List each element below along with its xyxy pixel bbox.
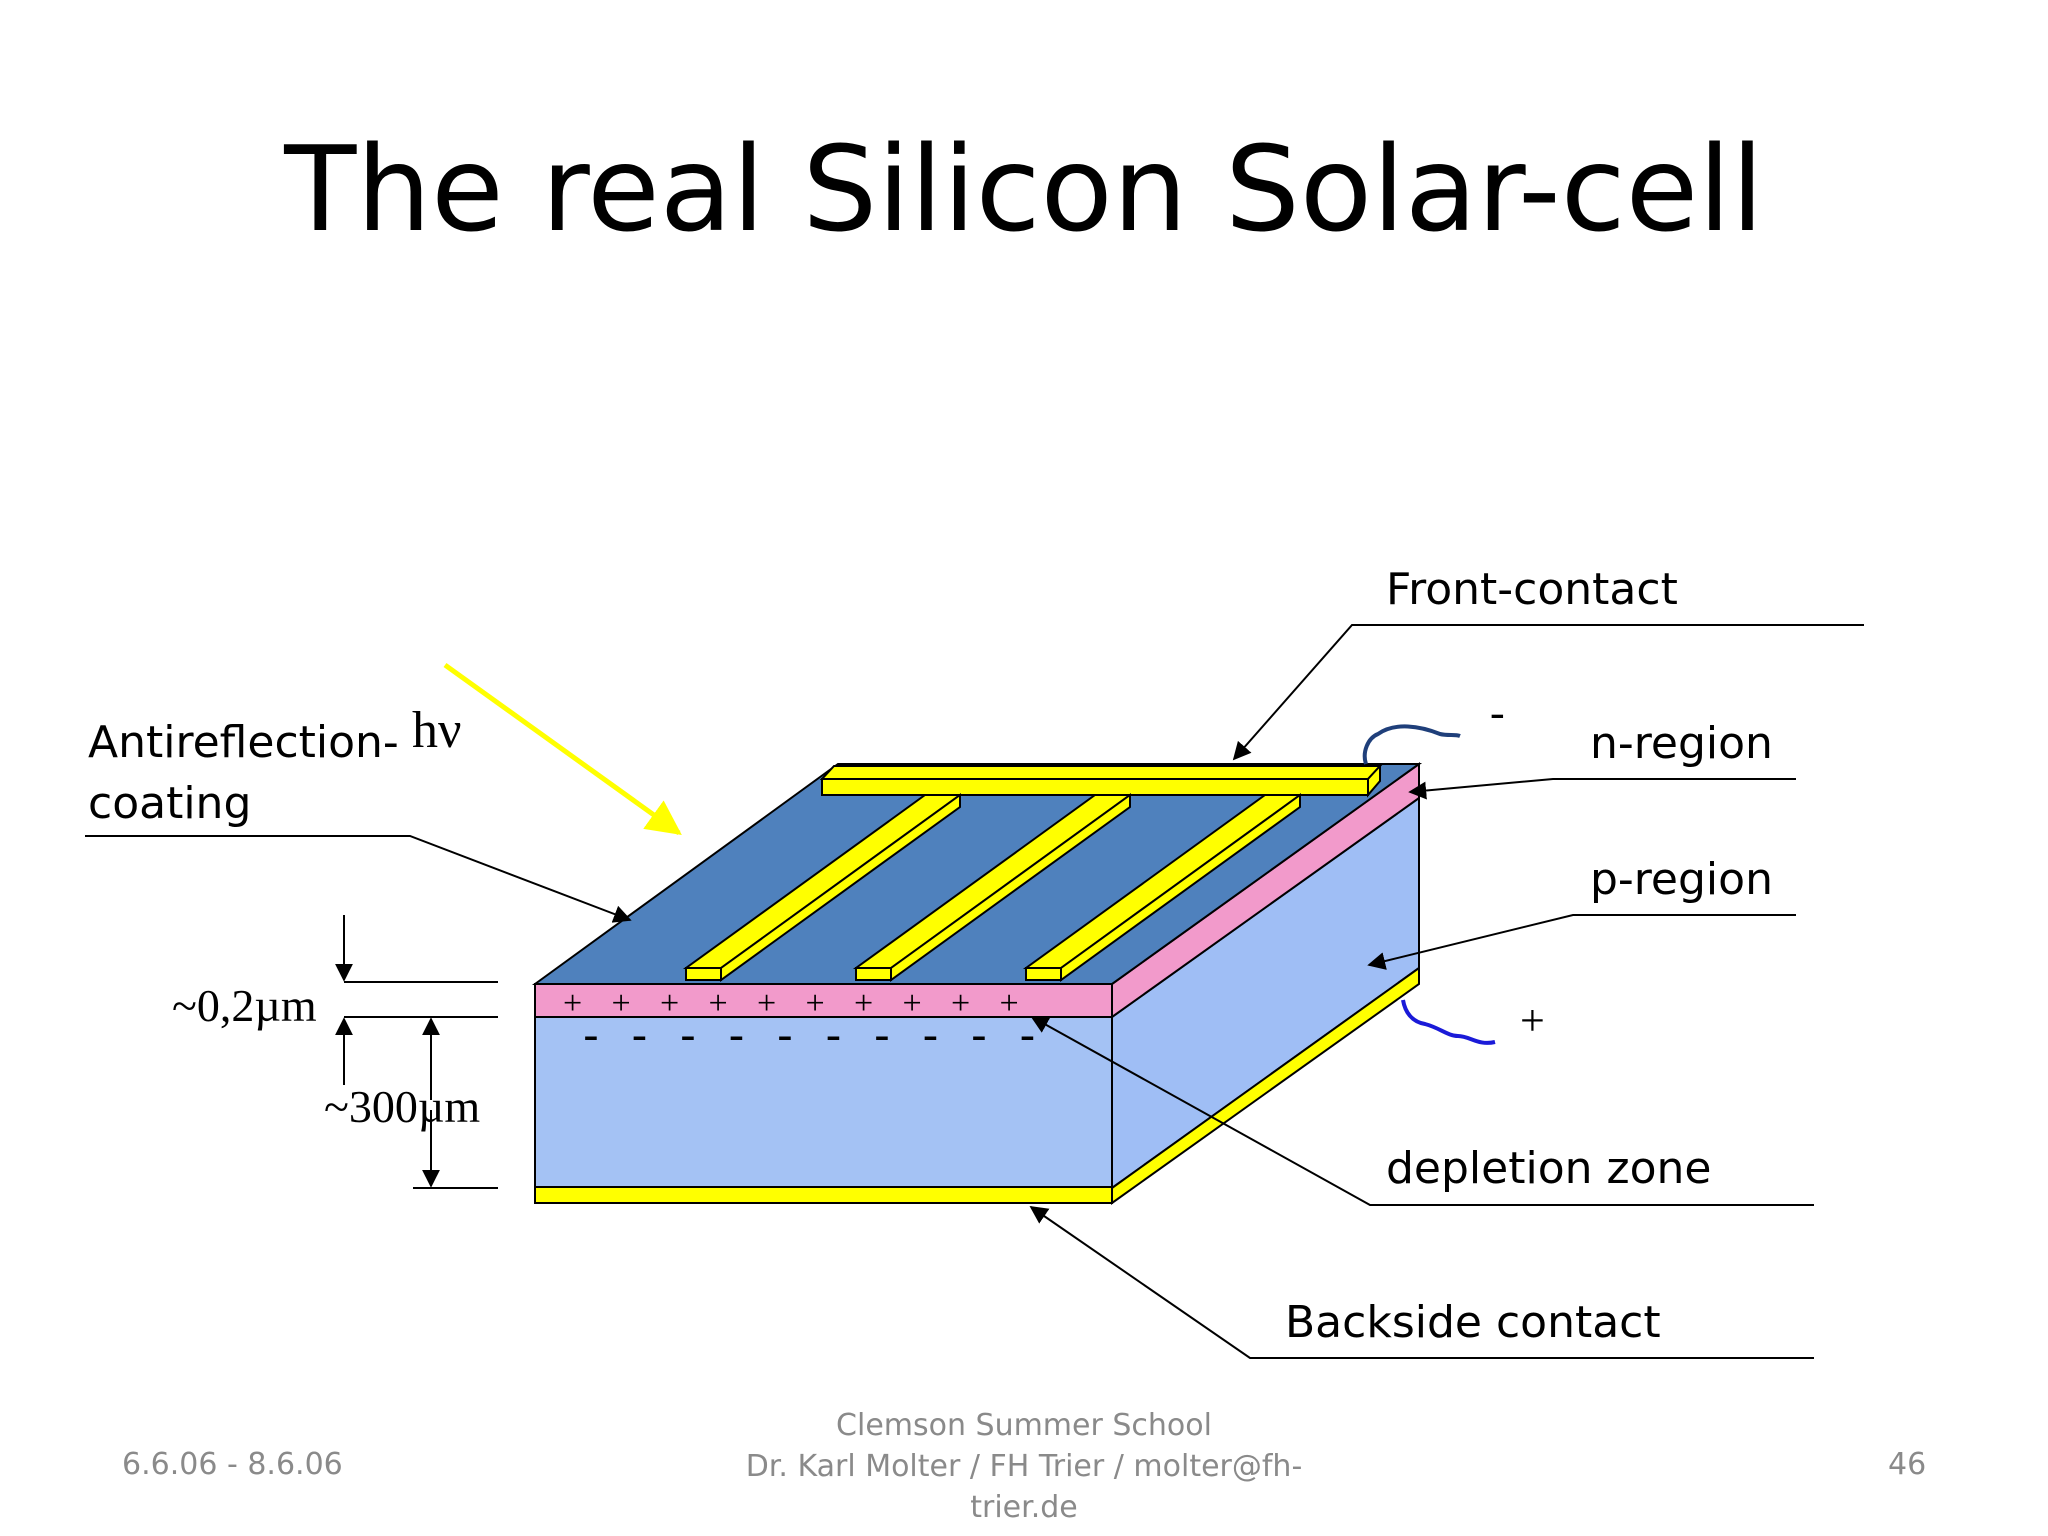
p-region-front-face	[534, 1016, 1113, 1188]
charge-minus: -	[971, 1010, 987, 1061]
n-region-leader	[1408, 778, 1796, 800]
charge-minus: -	[826, 1010, 842, 1061]
charge-minus: -	[632, 1010, 648, 1061]
charge-plus: +	[1000, 985, 1019, 1022]
terminal-minus: -	[1490, 688, 1505, 737]
charge-minus: -	[777, 1010, 793, 1061]
label-thickness-top: ~0,2µm	[172, 980, 317, 1031]
front-contact-grid	[682, 763, 1383, 982]
wire-minus	[1362, 724, 1461, 765]
n-region-front-face	[534, 983, 1113, 1018]
wire-plus	[1401, 999, 1496, 1045]
label-photon: hν	[412, 702, 462, 759]
charge-plus: +	[806, 985, 825, 1022]
terminal-plus: +	[1520, 996, 1545, 1045]
p-region-leader	[1367, 914, 1796, 970]
charge-minus: -	[874, 1010, 890, 1061]
charge-minus-row: ----------	[583, 1010, 1035, 1061]
charge-plus: +	[951, 985, 970, 1022]
charge-plus: +	[709, 985, 728, 1022]
label-thickness-bottom: ~300µm	[324, 1081, 480, 1132]
charge-plus: +	[660, 985, 679, 1022]
label-p-region: p-region	[1590, 854, 1773, 905]
finger-2-front	[855, 967, 892, 981]
charge-plus-row: + + + + + + + + + +	[563, 985, 1019, 1022]
footer-line-3: trier.de	[970, 1490, 1078, 1525]
charge-plus: +	[612, 985, 631, 1022]
footer-page-number: 46	[1888, 1447, 1927, 1482]
busbar	[819, 765, 1383, 780]
label-backside-contact: Backside contact	[1285, 1297, 1661, 1348]
label-n-region: n-region	[1590, 718, 1773, 769]
charge-plus: +	[563, 985, 582, 1022]
charge-minus: -	[680, 1010, 696, 1061]
label-depletion-zone: depletion zone	[1386, 1143, 1711, 1194]
footer-line-2: Dr. Karl Molter / FH Trier / molter@fh-	[745, 1449, 1303, 1484]
front-contact-leader	[1232, 624, 1864, 761]
footer-line-1: Clemson Summer School	[836, 1408, 1212, 1443]
backside-contact-leader	[1029, 1205, 1814, 1359]
label-antireflection-line1: Antireflection-	[88, 717, 399, 768]
finger-1-front	[685, 967, 722, 981]
antireflection-leader	[85, 835, 632, 923]
slide-title: The real Silicon Solar-cell	[284, 120, 1764, 258]
back-contact-front-face	[534, 1186, 1113, 1204]
charge-minus: -	[729, 1010, 745, 1061]
charge-plus: +	[903, 985, 922, 1022]
depletion-zone-leader	[1030, 1016, 1814, 1206]
footer-info: Clemson Summer School Dr. Karl Molter / …	[724, 1405, 1324, 1528]
busbar-end	[1367, 763, 1381, 798]
busbar-front	[821, 778, 1369, 796]
light-ray-arrow	[443, 662, 682, 836]
footer-date: 6.6.06 - 8.6.06	[122, 1447, 343, 1482]
charge-minus: -	[583, 1010, 599, 1061]
charge-minus: -	[923, 1010, 939, 1061]
label-antireflection-line2: coating	[88, 778, 251, 829]
charge-plus: +	[854, 985, 873, 1022]
label-front-contact: Front-contact	[1386, 564, 1678, 615]
charge-plus: +	[757, 985, 776, 1022]
finger-3-front	[1025, 967, 1062, 981]
